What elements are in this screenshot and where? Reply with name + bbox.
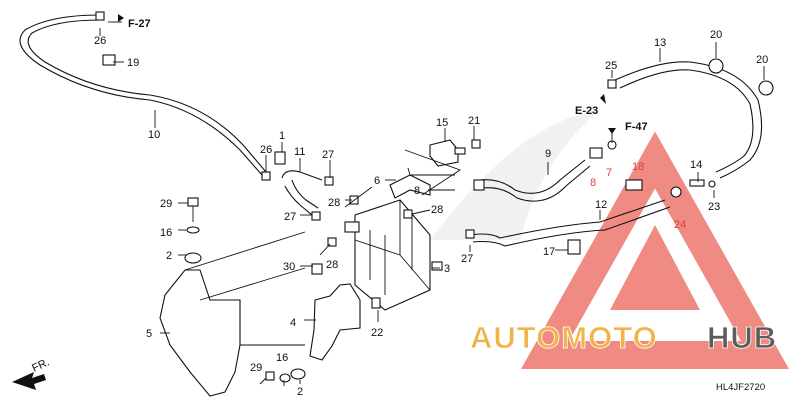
callout-27: 27	[461, 253, 473, 265]
callout-22: 22	[371, 327, 383, 339]
callout-23: 23	[708, 201, 720, 213]
callout-19: 19	[127, 57, 139, 69]
callout-17: 17	[543, 246, 555, 258]
watermark-triangle	[521, 131, 789, 369]
callout-5: 5	[146, 328, 152, 340]
callout-1: 1	[279, 130, 285, 142]
callout-8: 8	[414, 185, 420, 197]
callout-26: 26	[94, 35, 106, 47]
callout-29: 29	[160, 198, 172, 210]
callout-20: 20	[710, 29, 722, 41]
callout-2: 2	[297, 386, 303, 398]
callout-25: 25	[605, 60, 617, 72]
callout-7: 7	[606, 167, 612, 179]
evap-canister	[344, 199, 443, 311]
clamps	[95, 11, 774, 255]
hose-12	[469, 199, 671, 247]
callout-28: 28	[326, 259, 338, 271]
callout-2: 2	[166, 250, 172, 262]
cover-5	[159, 269, 241, 397]
purge-valve-15	[429, 139, 466, 167]
honda-wing-ghost	[430, 110, 600, 240]
callout-26: 26	[260, 144, 272, 156]
callout-24: 24	[674, 219, 686, 231]
watermark-text-part1: AUTOMOTO	[470, 320, 658, 355]
hose-13	[614, 61, 763, 179]
ref-e23: E-23	[575, 105, 598, 117]
watermark-logo: AUTOMOTO HUB	[470, 320, 777, 356]
callout-21: 21	[468, 115, 480, 127]
callout-labels: 1 2 2 3 4 5 6 7 8 8 9 10 11 12 13 14 15 …	[94, 29, 768, 398]
callout-27: 27	[322, 149, 334, 161]
callout-8: 8	[590, 177, 596, 189]
callout-16: 16	[276, 352, 288, 364]
ref-f47: F-47	[625, 121, 648, 133]
hose-10	[19, 14, 267, 176]
callout-6: 6	[374, 175, 380, 187]
callout-15: 15	[436, 117, 448, 129]
front-label: FR.	[30, 356, 51, 374]
leader-lines	[99, 21, 765, 386]
callout-20: 20	[756, 54, 768, 66]
bracket-4	[309, 283, 361, 361]
callout-16: 16	[160, 227, 172, 239]
callout-9: 9	[545, 148, 551, 160]
callout-14: 14	[690, 159, 702, 171]
callout-18: 18	[632, 161, 644, 173]
callout-12: 12	[595, 199, 607, 211]
callout-28: 28	[328, 197, 340, 209]
callout-30: 30	[283, 261, 295, 273]
callout-10: 10	[148, 129, 160, 141]
callout-29: 29	[250, 362, 262, 374]
callout-27: 27	[284, 211, 296, 223]
bracket-6	[389, 174, 431, 199]
callout-3: 3	[444, 263, 450, 275]
callout-11: 11	[294, 146, 305, 158]
reference-labels: F-27 E-23 F-47	[128, 18, 648, 133]
reference-arrows	[118, 14, 616, 134]
watermark-text-part2: HUB	[707, 320, 777, 355]
ref-f27: F-27	[128, 18, 151, 30]
callout-13: 13	[654, 37, 666, 49]
diagram-code: HL4JF2720	[716, 382, 765, 393]
callout-28: 28	[431, 204, 443, 216]
hose-9	[479, 159, 591, 202]
hose-11	[281, 170, 323, 216]
front-arrow	[12, 372, 46, 390]
callout-4: 4	[290, 317, 296, 329]
